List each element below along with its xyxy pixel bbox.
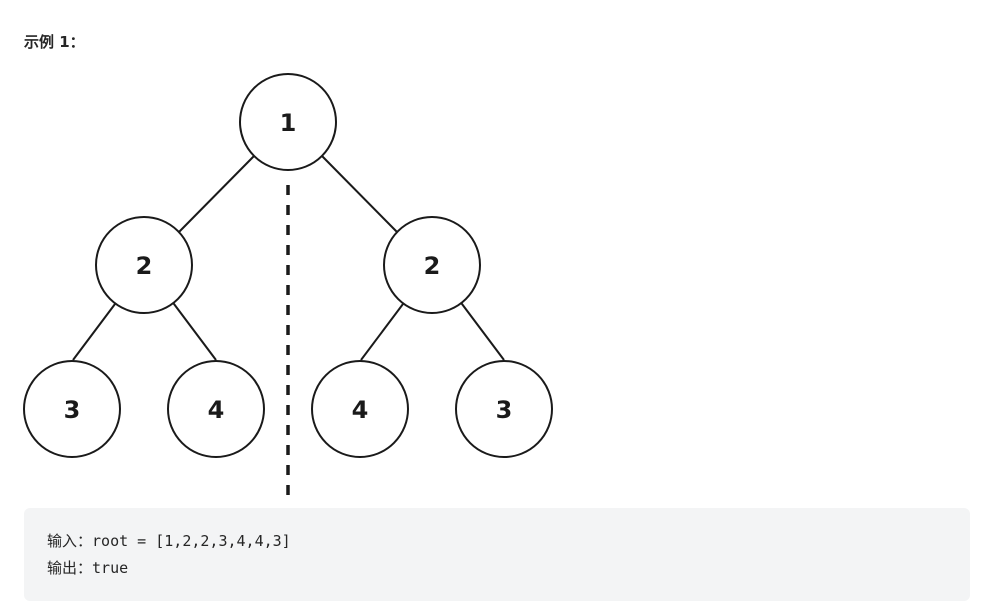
input-label: 输入： xyxy=(47,532,93,550)
edge-root-right xyxy=(321,155,399,234)
tree-node-left-left: 3 xyxy=(23,360,121,458)
edge-root-left xyxy=(177,155,255,234)
example-io-block: 输入：root = [1,2,2,3,4,4,3] 输出：true xyxy=(24,508,970,601)
input-value: root = [1,2,2,3,4,4,3] xyxy=(92,532,291,550)
tree-node-right-right-label: 3 xyxy=(496,396,513,424)
tree-node-left-right: 4 xyxy=(167,360,265,458)
input-line: 输入：root = [1,2,2,3,4,4,3] xyxy=(47,528,947,555)
tree-node-root-label: 1 xyxy=(280,109,297,137)
edge-right-leftleaf xyxy=(360,299,407,361)
tree-node-right: 2 xyxy=(383,216,481,314)
tree-node-right-label: 2 xyxy=(424,252,441,280)
tree-node-root: 1 xyxy=(239,73,337,171)
tree-node-left-label: 2 xyxy=(136,252,153,280)
edge-left-leftleaf xyxy=(72,299,119,361)
tree-node-left: 2 xyxy=(95,216,193,314)
edge-left-rightleaf xyxy=(170,299,217,361)
example-heading: 示例 1： xyxy=(24,33,85,51)
tree-node-right-right: 3 xyxy=(455,360,553,458)
output-value: true xyxy=(92,559,129,577)
tree-node-left-left-label: 3 xyxy=(64,396,81,424)
output-label: 输出： xyxy=(47,559,93,577)
tree-node-right-left: 4 xyxy=(311,360,409,458)
output-line: 输出：true xyxy=(47,555,947,582)
tree-node-right-left-label: 4 xyxy=(352,396,369,424)
tree-node-left-right-label: 4 xyxy=(208,396,225,424)
edge-right-rightleaf xyxy=(458,299,505,361)
